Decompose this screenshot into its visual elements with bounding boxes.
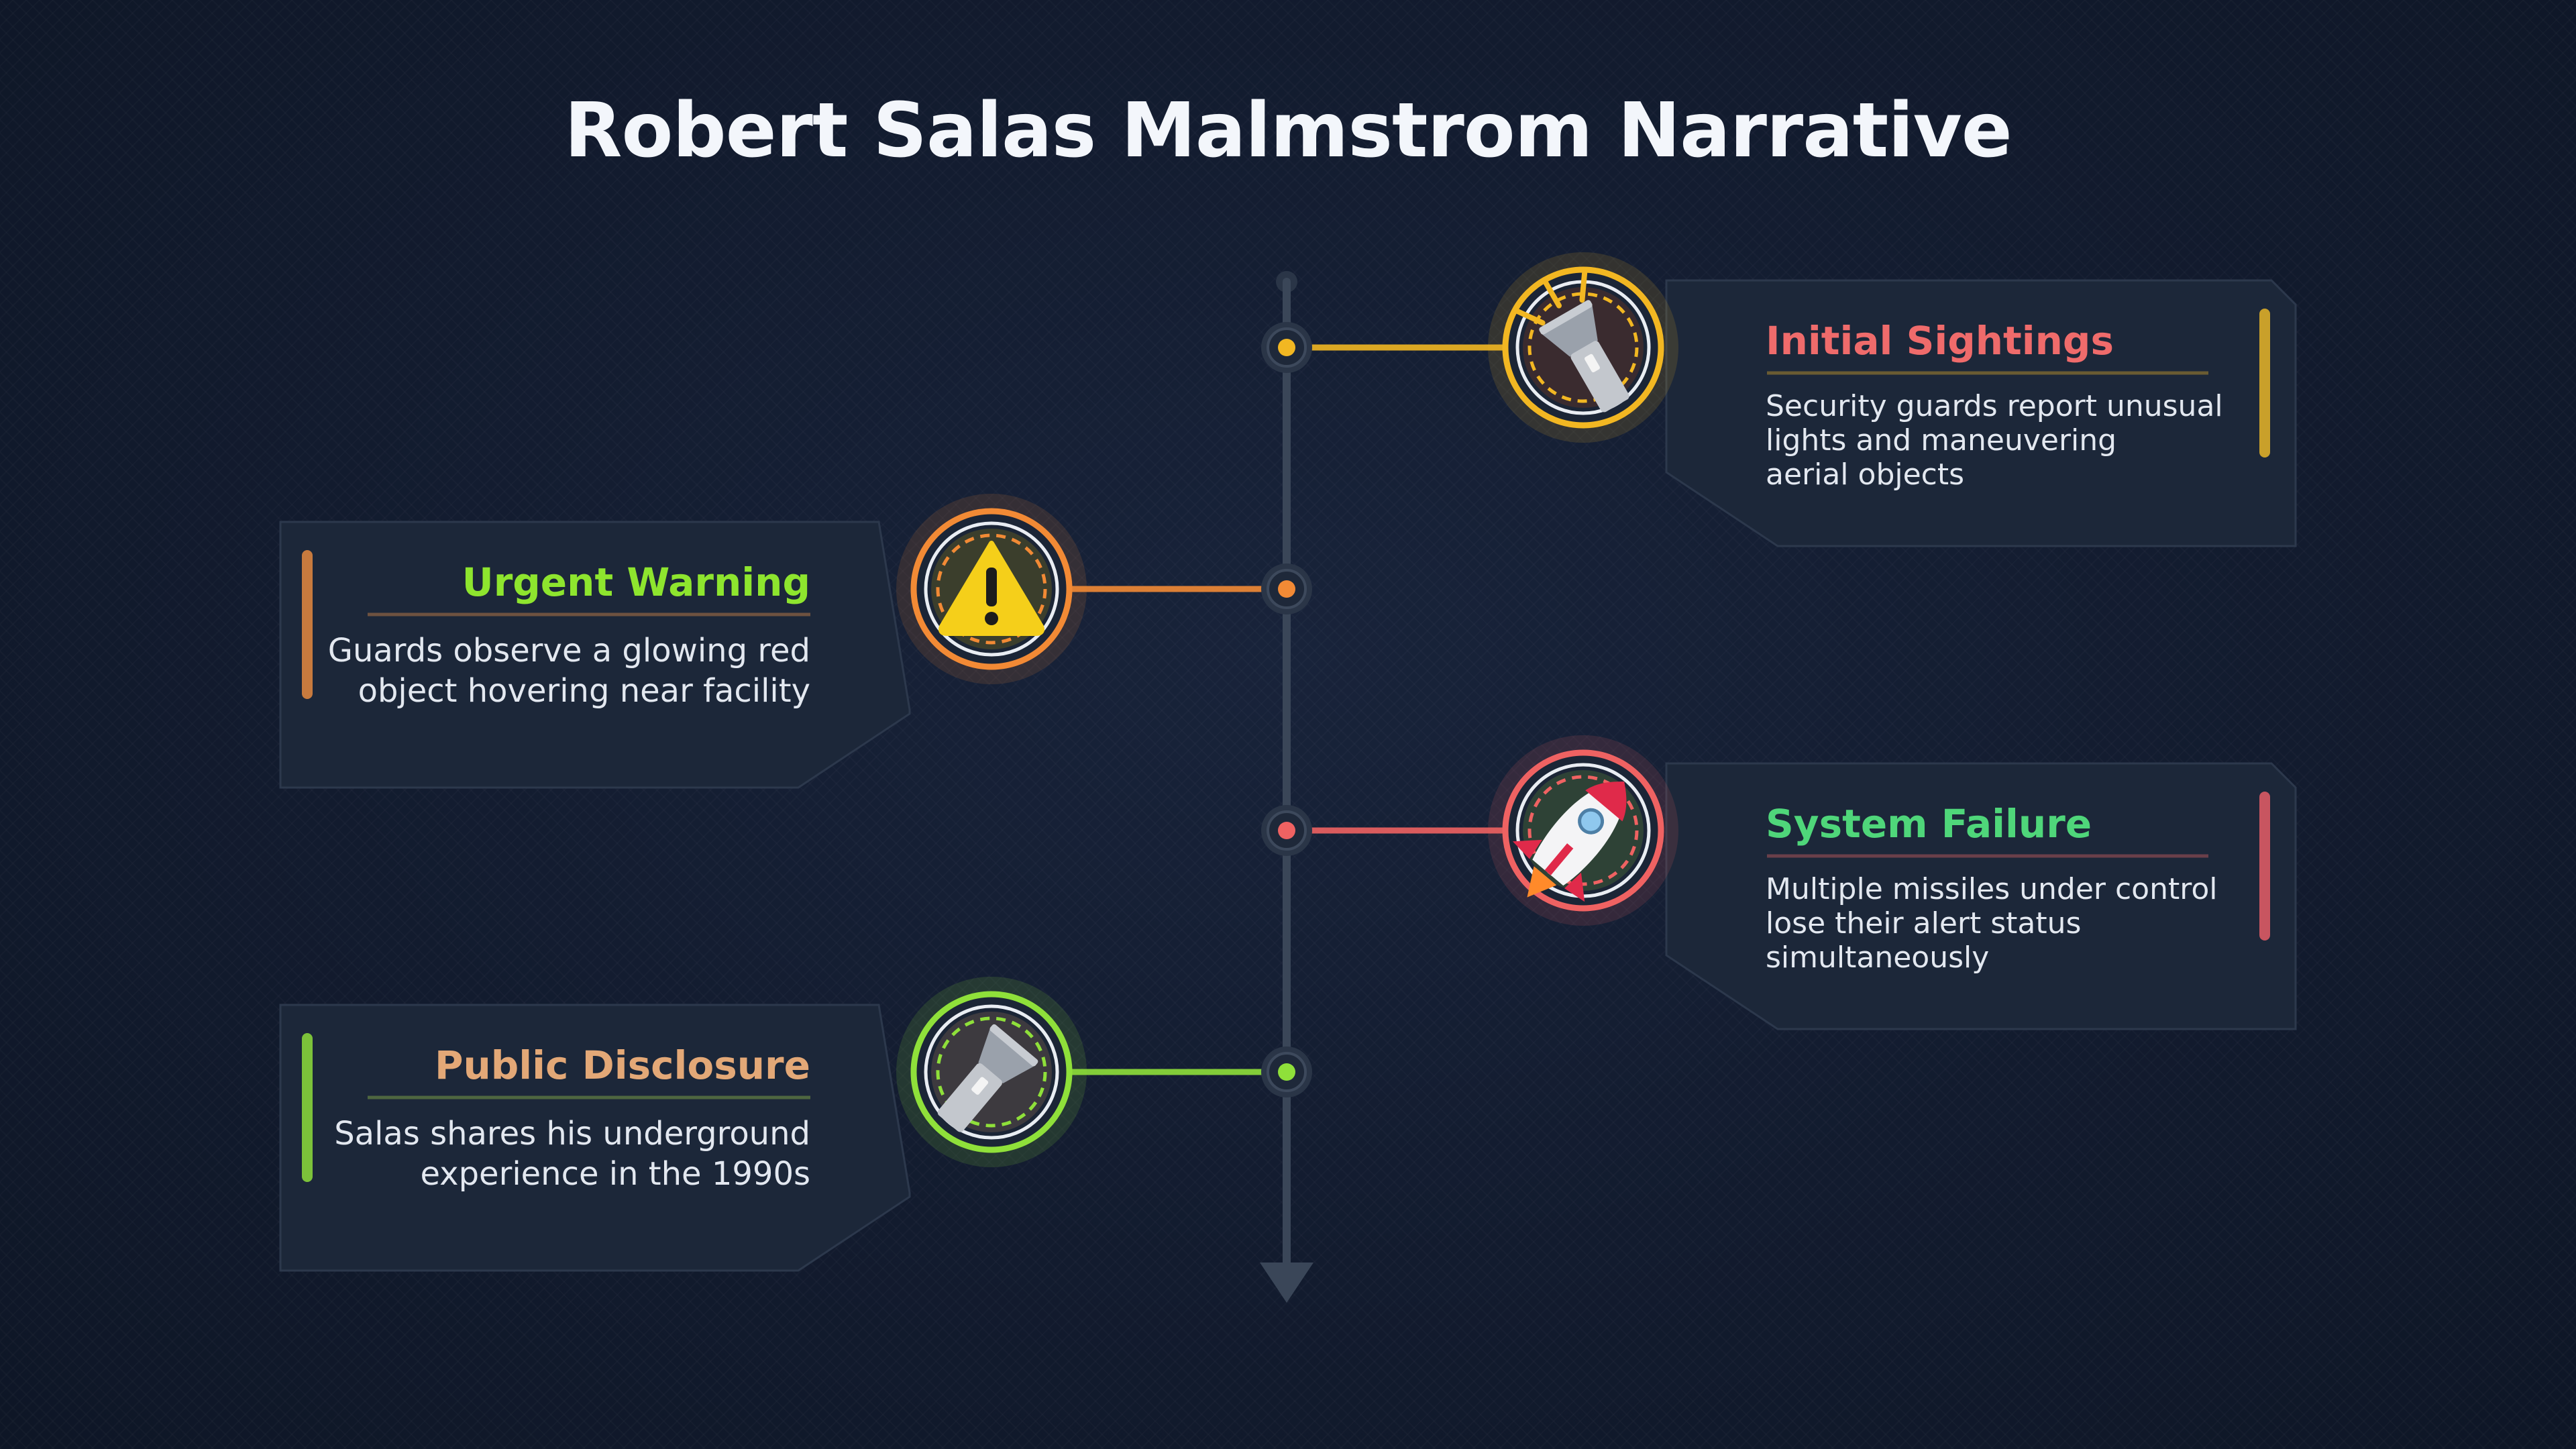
event-title: System Failure [1766,801,2092,847]
card-accent-bar [2259,309,2270,458]
rocket-flame [1527,866,1557,898]
description-line: aerial objects [1766,458,1965,492]
event-card [1665,279,2297,547]
description-line: Multiple missiles under control [1766,872,2218,906]
timeline-events [279,252,2297,1272]
timeline-event-4 [279,977,1312,1272]
card-accent-bar [2259,792,2270,941]
icon-dashed-ring [1527,775,1639,886]
rocket-nose [1585,782,1627,822]
flashlight-switch [1585,354,1600,373]
axis-node-dot [1278,822,1295,839]
icon-dashed-ring [936,533,1047,645]
description-line: lose their alert status [1766,906,2082,941]
axis-node-dot [1278,580,1295,598]
page-title: Robert Salas Malmstrom Narrative [564,87,2012,174]
event-card [279,1004,911,1272]
warning-dot [985,612,998,625]
rocket-window [1578,808,1605,835]
description-line: Guards observe a glowing red [327,632,810,669]
description-line: lights and maneuvering [1766,423,2117,458]
flashlight-lens [1539,300,1593,335]
timeline-event-2 [279,494,1312,789]
axis-node-dot [1278,1063,1295,1081]
rocket-stripe [1544,843,1574,875]
description-line: Security guards report unusual [1766,389,2223,423]
timeline-event-1 [1261,252,2297,547]
event-card [279,521,911,789]
rocket-body-group [1512,782,1627,902]
event-title: Urgent Warning [462,559,810,605]
description-line: simultaneously [1766,941,1990,975]
card-accent-bar [302,550,313,699]
axis-node-dot [1278,339,1295,356]
event-card [1665,762,2297,1030]
flashlight-icon [1514,269,1629,413]
icon-dashed-ring [1527,292,1639,403]
warning-icon [938,541,1044,636]
event-title: Initial Sightings [1766,318,2114,364]
description-line: Salas shares his underground [334,1115,810,1152]
flashlight-body-group [1514,269,1629,413]
timeline-axis [1260,271,1313,1303]
rocket-fin-left [1512,839,1542,859]
flashlight-head [1540,303,1598,357]
description-line: experience in the 1990s [420,1155,810,1193]
icon-white-ring [924,521,1059,657]
warning-bar [986,568,997,606]
event-title: Public Disclosure [434,1042,810,1088]
flashlight-switch [971,1077,989,1095]
flashlight-head [978,1027,1036,1083]
description-line: object hovering near facility [358,672,810,710]
timeline-event-3 [1261,735,2297,1030]
rocket-fin-right [1564,872,1585,902]
icon-white-ring [924,1004,1059,1140]
flashlight-lens [989,1024,1038,1067]
light-rays [1514,269,1588,326]
flashlight-icon [937,1024,1038,1132]
card-accent-bar [302,1033,313,1182]
flashlight-body-group [937,1024,1038,1132]
axis-arrowhead [1260,1263,1313,1303]
icon-dashed-ring [936,1016,1047,1128]
rocket-icon [1512,782,1627,902]
